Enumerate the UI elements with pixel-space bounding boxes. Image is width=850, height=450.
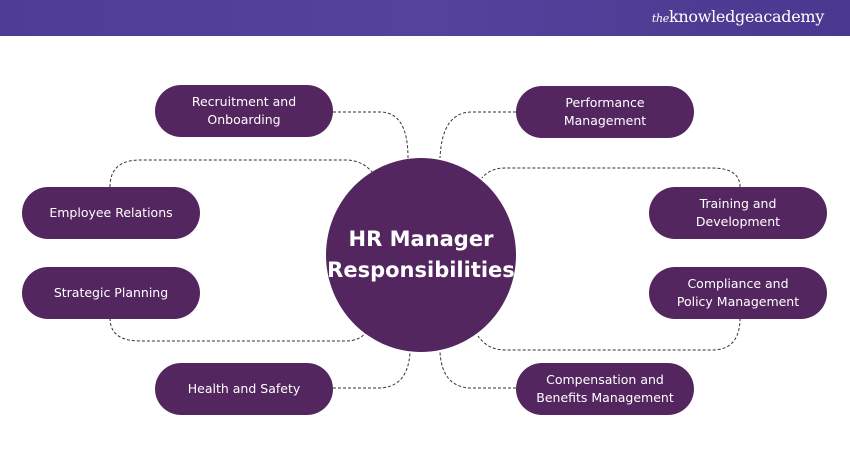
- node-compliance: Compliance and Policy Management: [649, 267, 827, 319]
- connector-health: [333, 351, 411, 389]
- node-employee-relations: Employee Relations: [22, 187, 200, 239]
- node-training: Training and Development: [649, 187, 827, 239]
- connector-recruitment: [333, 111, 409, 159]
- logo-prefix: the: [651, 12, 669, 25]
- connector-compensation: [439, 351, 516, 389]
- node-health-safety: Health and Safety: [155, 363, 333, 415]
- node-performance: Performance Management: [516, 86, 694, 138]
- logo-text: knowledgeacademy: [668, 7, 824, 26]
- brand-logo: theknowledgeacademy: [652, 7, 824, 26]
- connector-compliance: [477, 317, 741, 351]
- connector-strategic: [109, 317, 367, 342]
- center-topic: HR Manager Responsibilities: [326, 158, 516, 352]
- node-strategic-planning: Strategic Planning: [22, 267, 200, 319]
- node-compensation: Compensation and Benefits Management: [516, 363, 694, 415]
- connector-training: [481, 167, 741, 188]
- node-recruitment: Recruitment and Onboarding: [155, 85, 333, 137]
- connector-employee-relations: [109, 159, 373, 188]
- header-banner: theknowledgeacademy: [0, 0, 850, 36]
- connector-performance: [439, 111, 516, 159]
